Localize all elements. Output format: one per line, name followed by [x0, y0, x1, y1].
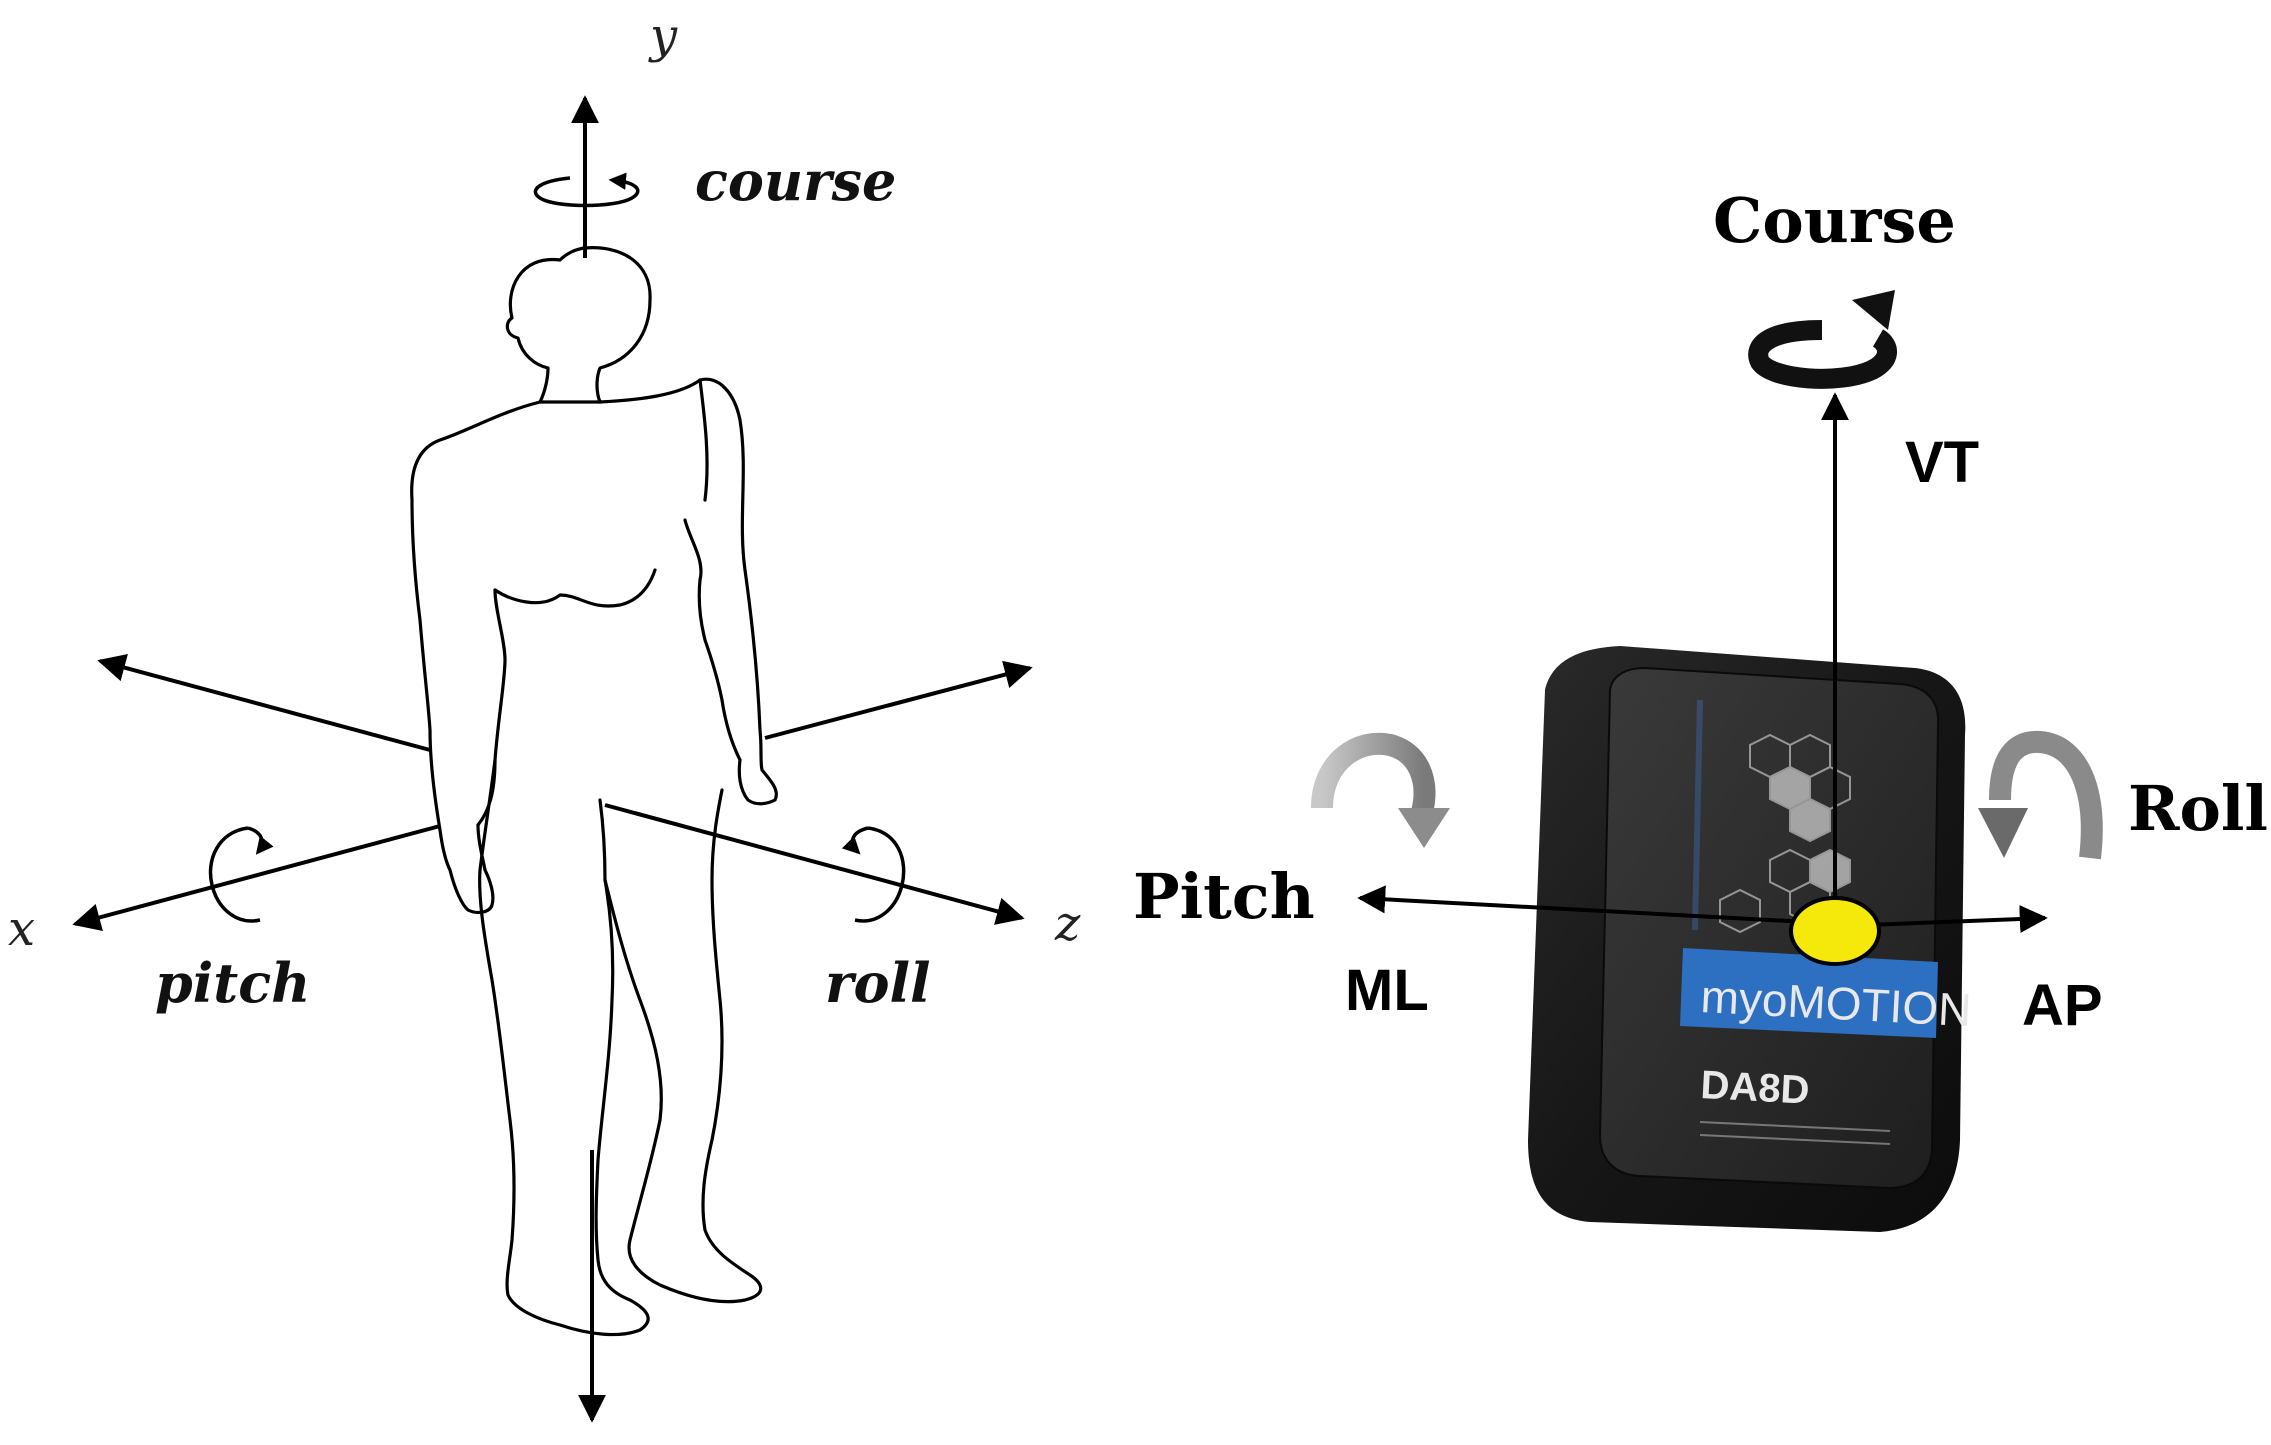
pitch-rotation-arrow — [1322, 744, 1424, 812]
left-figure: y course x z pitch roll — [8, 8, 1081, 1420]
device-model-text: DA8D — [1700, 1063, 1811, 1113]
pitch-rotation-arrowhead — [248, 828, 262, 852]
right-figure: myoMOTION DA8D Course VT Pit — [1133, 184, 2268, 1232]
upper-left-axis-line — [100, 661, 430, 750]
pitch-label-right: Pitch — [1133, 860, 1315, 933]
course-rotation-arrow — [1758, 330, 1887, 379]
sensor-origin-dot — [1791, 898, 1879, 964]
pitch-label: pitch — [155, 951, 310, 1015]
z-axis-label: z — [1054, 896, 1081, 952]
y-axis-label: y — [648, 8, 678, 64]
pitch-rotation-arrowhead — [1398, 808, 1450, 848]
roll-label: roll — [825, 951, 931, 1015]
upper-right-axis-line — [765, 668, 1030, 738]
roll-rotation-arrowhead — [853, 828, 868, 852]
myomotion-sensor-device: myoMOTION DA8D — [1528, 646, 1973, 1232]
vt-label: VT — [1905, 430, 1979, 495]
x-axis-line — [75, 826, 440, 924]
course-label: course — [695, 149, 896, 213]
human-figure — [412, 248, 777, 1335]
roll-rotation-arrowhead — [1978, 808, 2028, 858]
x-axis-label: x — [8, 901, 35, 957]
ml-label: ML — [1345, 958, 1429, 1023]
z-axis-line — [605, 805, 1022, 918]
roll-label-right: Roll — [2128, 772, 2268, 845]
roll-rotation-arrow — [2000, 742, 2092, 858]
course-rotation-arrowhead — [1852, 290, 1895, 330]
ap-label: AP — [2022, 973, 2103, 1038]
course-label-right: Course — [1713, 184, 1956, 257]
